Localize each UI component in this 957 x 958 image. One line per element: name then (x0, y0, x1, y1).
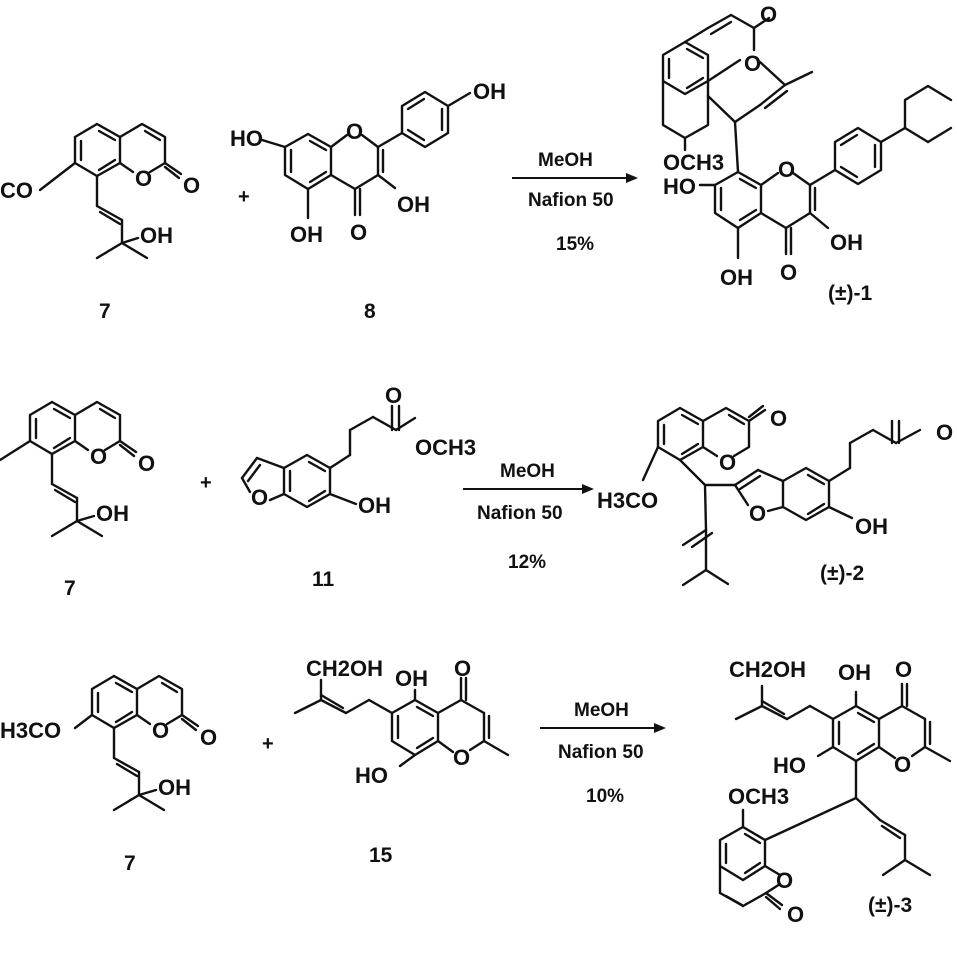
coumarin-ring-oxygen: O (776, 868, 793, 893)
hydroxyl-3-label: OH (830, 230, 863, 255)
ester-carbonyl-oxygen: O (385, 383, 402, 408)
reactant-11-structure (240, 404, 417, 509)
plus-sign: + (238, 186, 250, 208)
hydroxyl-3-label: OH (397, 192, 430, 217)
ester-oxygen-label: O (936, 420, 953, 445)
hydroxyl-5-label: OH (720, 265, 753, 290)
flavone-ring-oxygen: O (778, 157, 795, 182)
product-label-3: (±)-3 (868, 894, 912, 917)
catalyst-label: Nafion 50 (477, 503, 563, 524)
chromone-ring-oxygen: O (894, 752, 911, 777)
reactant-8-structure (260, 90, 472, 220)
coumarin-ring-oxygen: O (719, 450, 736, 475)
yield-label: 10% (586, 786, 624, 807)
reaction-3: H3CO O O OH 7 + (0, 656, 952, 927)
hydroxyl-7-label: HO (355, 763, 388, 788)
compound-label-11: 11 (312, 568, 335, 591)
chromone-carbonyl-oxygen: O (454, 656, 471, 681)
hydroxyl-7-label: HO (230, 126, 263, 151)
yield-label: 12% (508, 552, 546, 573)
product-3-structure (718, 682, 952, 911)
coumarin-ring-oxygen: O (744, 51, 761, 76)
compound-label-7: 7 (64, 577, 76, 600)
hydroxyl-5-label: OH (838, 660, 871, 685)
methoxy-label: OCH3 (728, 784, 789, 809)
hydroxyl-5-label: OH (290, 222, 323, 247)
carbonyl-oxygen-label: O (138, 451, 155, 476)
reactant-7-structure (38, 122, 183, 260)
yield-label: 15% (556, 234, 594, 255)
phenol-oh-label: OH (473, 79, 506, 104)
ring-oxygen-label: O (90, 444, 107, 469)
hydroxyl-5-label: OH (395, 666, 428, 691)
hydroxyl-7-label: HO (663, 174, 696, 199)
chromone-ring-oxygen: O (453, 745, 470, 770)
hydroxyl-label: OH (855, 514, 888, 539)
methyl-ester-label: OCH3 (415, 435, 476, 460)
coumarin-carbonyl-oxygen: O (770, 406, 787, 431)
hydroxyl-label: OH (140, 223, 173, 248)
product-2-structure (641, 404, 922, 587)
reactant-7-structure (73, 674, 200, 812)
chromone-carbonyl-oxygen: O (895, 657, 912, 682)
carbonyl-oxygen-label: O (350, 220, 367, 245)
plus-sign: + (262, 733, 274, 755)
methoxy-label: CO (0, 178, 33, 203)
arrow-head (626, 173, 638, 183)
methoxy-label: H3CO (597, 488, 658, 513)
compound-label-7: 7 (99, 300, 111, 323)
carbonyl-oxygen-label: O (183, 173, 200, 198)
ring-oxygen-label: O (135, 166, 152, 191)
compound-label-7: 7 (124, 852, 136, 875)
carbonyl-oxygen-label: O (200, 725, 217, 750)
reaction-2: O O OH 7 + O OCH3 O OH 11 (0, 383, 953, 600)
hydroxyl-label: OH (158, 775, 191, 800)
compound-label-15: 15 (369, 844, 393, 867)
hydroxyl-7-label: HO (773, 753, 806, 778)
ring-oxygen-label: O (152, 718, 169, 743)
plus-sign: + (200, 472, 212, 494)
catalyst-label: Nafion 50 (558, 742, 644, 763)
reactant-15-structure (293, 676, 510, 768)
furan-oxygen-label: O (749, 501, 766, 526)
coumarin-carbonyl-oxygen: O (760, 2, 777, 27)
reaction-1: CO O O OH 7 + (0, 2, 953, 323)
hydroxymethyl-label: CH2OH (306, 656, 383, 681)
catalyst-label: Nafion 50 (528, 190, 614, 211)
compound-label-8: 8 (364, 300, 376, 323)
furan-oxygen-label: O (251, 485, 268, 510)
product-1-structure (661, 13, 953, 260)
reactant-7-structure (0, 400, 138, 538)
hydroxymethyl-label: CH2OH (729, 657, 806, 682)
hydroxyl-label: OH (358, 493, 391, 518)
ring-oxygen-label: O (346, 119, 363, 144)
product-label-1: (±)-1 (828, 282, 873, 305)
solvent-label: MeOH (574, 700, 629, 721)
flavone-carbonyl-oxygen: O (780, 260, 797, 285)
methoxy-label: H3CO (0, 718, 61, 743)
hydroxyl-label: OH (96, 501, 129, 526)
solvent-label: MeOH (500, 461, 555, 482)
product-label-2: (±)-2 (820, 562, 864, 585)
solvent-label: MeOH (538, 150, 593, 171)
arrow-head (654, 723, 666, 733)
arrow-head (582, 484, 594, 494)
coumarin-carbonyl-oxygen: O (787, 902, 804, 927)
methoxy-label: OCH3 (663, 150, 724, 175)
